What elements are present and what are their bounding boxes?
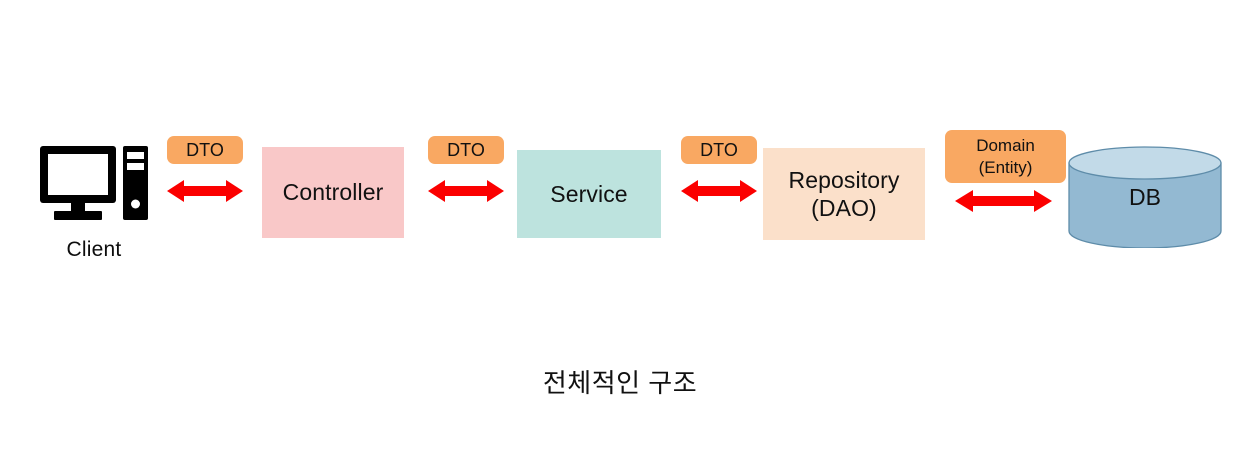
badge-dto-3: DTO: [681, 136, 757, 164]
arrow-client-controller: [167, 177, 243, 205]
database-label: DB: [1129, 184, 1161, 210]
badge-dto-1-label: DTO: [186, 139, 224, 160]
client-label: Client: [66, 238, 122, 261]
badge-domain-line2: (Entity): [978, 157, 1033, 177]
box-repository-label-line1: Repository: [788, 166, 900, 193]
badge-dto-3-label: DTO: [700, 139, 738, 160]
badge-domain-entity: Domain (Entity): [945, 130, 1066, 183]
box-service-label: Service: [550, 180, 628, 207]
database-cylinder: DB: [1068, 146, 1222, 248]
arrow-service-repository: [681, 177, 757, 205]
box-controller-label: Controller: [282, 179, 384, 206]
client-node: Client: [20, 144, 168, 276]
box-repository-label-line2: (DAO): [811, 195, 877, 221]
box-service: Service: [517, 150, 661, 238]
desktop-computer-icon: [38, 144, 150, 222]
badge-domain-line1: Domain: [976, 136, 1035, 156]
box-repository: Repository (DAO): [763, 148, 925, 240]
arrow-repository-db: [955, 187, 1052, 215]
arrow-controller-service: [428, 177, 504, 205]
box-controller: Controller: [262, 147, 404, 238]
badge-dto-1: DTO: [167, 136, 243, 164]
badge-dto-2: DTO: [428, 136, 504, 164]
badge-dto-2-label: DTO: [447, 139, 485, 160]
diagram-caption: 전체적인 구조: [542, 368, 698, 398]
